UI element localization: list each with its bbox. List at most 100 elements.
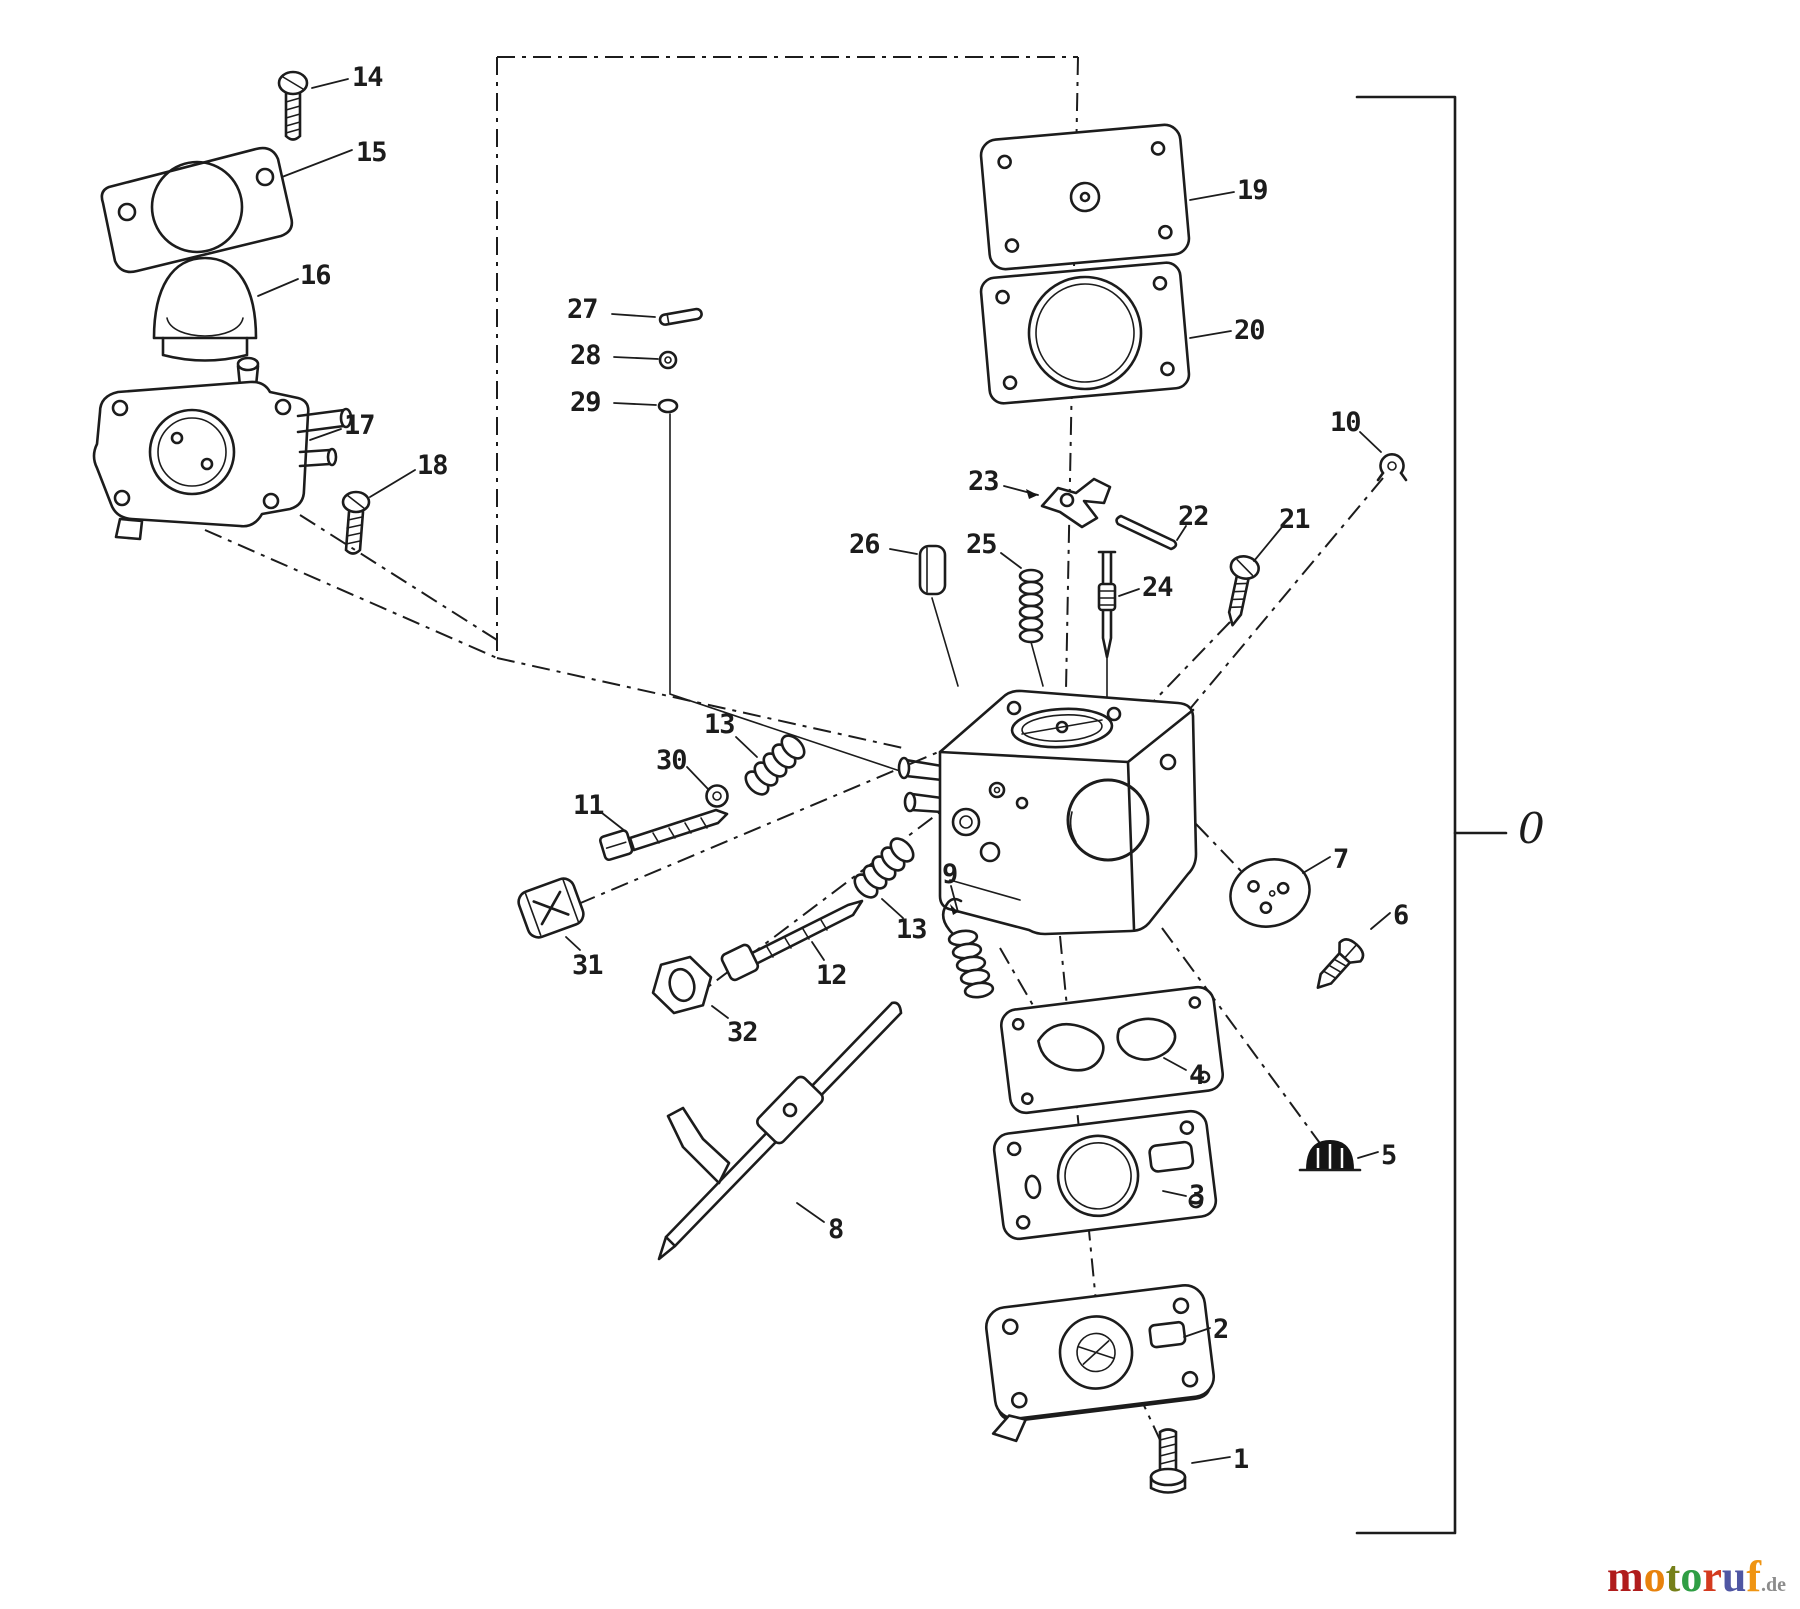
- leader-13b: [881, 898, 904, 919]
- part-16-primer-bulb: [152, 256, 258, 362]
- assembly-bracket: [1355, 95, 1508, 1535]
- leader-27: [611, 313, 656, 318]
- leader-29: [613, 402, 657, 406]
- part-label-21: 21: [1279, 504, 1311, 535]
- leader-lines: [257, 78, 1391, 1464]
- part-label-10: 10: [1330, 407, 1362, 438]
- part-label-26: 26: [849, 529, 881, 560]
- part-22-pivot-pin: [1115, 514, 1178, 551]
- part-1-screw: [1149, 1428, 1187, 1494]
- plug-connector-line: [931, 597, 959, 687]
- leader-11: [601, 812, 626, 832]
- logo-suffix: .de: [1761, 1574, 1786, 1596]
- part-label-11: 11: [573, 790, 605, 821]
- leader-8: [796, 1202, 825, 1223]
- part-label-1: 1: [1233, 1444, 1249, 1475]
- part-label-31: 31: [572, 950, 604, 981]
- leader-22: [1176, 525, 1187, 541]
- leader-1: [1191, 1456, 1231, 1464]
- part-label-8: 8: [828, 1214, 844, 1245]
- part-label-4: 4: [1189, 1060, 1205, 1091]
- assembly-group-label: 0: [1518, 804, 1545, 853]
- leader-30: [686, 766, 709, 790]
- part-label-25: 25: [966, 529, 998, 560]
- leader-9: [950, 885, 959, 913]
- leader-17: [309, 428, 342, 441]
- leader-15: [281, 149, 353, 178]
- part-5-welch-plug: [1298, 1140, 1362, 1172]
- part-18-screw: [341, 490, 371, 555]
- part-label-15: 15: [356, 137, 388, 168]
- leader-3: [1162, 1190, 1187, 1197]
- part-label-32: 32: [727, 1017, 759, 1048]
- part-6-screw: [1316, 938, 1365, 989]
- part-13b-spring: [853, 837, 915, 899]
- logo-letter-f: f: [1746, 1552, 1761, 1601]
- part-label-23: 23: [968, 466, 1000, 497]
- leader-28: [613, 356, 659, 360]
- part-9-throttle-spring: [941, 897, 995, 999]
- logo-letter-r: r: [1702, 1552, 1722, 1601]
- part-label-30: 30: [656, 745, 688, 776]
- part-26-plug: [918, 544, 947, 596]
- part-label-2: 2: [1213, 1314, 1229, 1345]
- part-15-flange-plate: [100, 146, 294, 274]
- logo-letter-o: o: [1680, 1552, 1703, 1601]
- part-27-pin: [658, 307, 703, 326]
- part-label-22: 22: [1178, 501, 1210, 532]
- leader-26: [889, 548, 918, 555]
- small-parts-connector-line: [669, 413, 904, 773]
- part-label-20: 20: [1234, 315, 1266, 346]
- part-31-limiter-cap: [517, 877, 585, 939]
- part-4-metering-diaphragm: [999, 985, 1225, 1115]
- leader-14: [311, 78, 349, 89]
- spring-connector-line: [1030, 641, 1044, 687]
- part-label-14: 14: [352, 62, 384, 93]
- part-14-screw: [277, 70, 309, 141]
- part-19-diaphragm-cover: [979, 123, 1191, 271]
- leader-32: [711, 1005, 729, 1019]
- part-label-28: 28: [570, 340, 602, 371]
- leader-19: [1189, 191, 1235, 201]
- logo-word: motoruf: [1607, 1552, 1761, 1601]
- leader-31: [565, 936, 581, 951]
- part-7-pump-cover-disc: [1229, 858, 1311, 928]
- part-label-6: 6: [1393, 900, 1409, 931]
- part-29-grommet: [657, 398, 679, 414]
- leader-25: [1000, 552, 1022, 569]
- part-17-pump-body: [92, 356, 353, 541]
- logo-motoruf[interactable]: motoruf.de: [1607, 1555, 1786, 1599]
- logo-letter-o: o: [1643, 1552, 1666, 1601]
- part-30-washer: [705, 784, 729, 808]
- part-label-13b: 13: [896, 914, 928, 945]
- logo-letter-u: u: [1721, 1552, 1747, 1601]
- part-20-gasket: [979, 261, 1191, 405]
- leader-21: [1253, 526, 1283, 562]
- leader-arrowheads: [950, 489, 1038, 915]
- leader-13a: [735, 736, 758, 758]
- leader-16: [257, 278, 299, 297]
- part-24-inlet-needle: [1097, 550, 1117, 659]
- part-10-e-clip: [1376, 453, 1408, 482]
- part-label-17: 17: [344, 410, 376, 441]
- part-3-pump-gasket: [992, 1109, 1218, 1241]
- part-label-16: 16: [300, 260, 332, 291]
- part-label-19: 19: [1237, 175, 1269, 206]
- part-label-27: 27: [567, 294, 599, 325]
- part-28-washer: [658, 350, 678, 370]
- leader-10: [1359, 431, 1382, 453]
- logo-letter-m: m: [1607, 1552, 1644, 1601]
- part-25-spring: [1018, 568, 1044, 644]
- part-carburetor-body: [897, 689, 1198, 936]
- part-label-3: 3: [1189, 1180, 1205, 1211]
- leader-2: [1183, 1327, 1211, 1338]
- part-label-9: 9: [942, 859, 958, 890]
- leader-20: [1189, 330, 1232, 339]
- part-label-29: 29: [570, 387, 602, 418]
- part-21-screw: [1227, 555, 1260, 627]
- part-label-18: 18: [417, 450, 449, 481]
- part-label-24: 24: [1142, 572, 1174, 603]
- part-11-mixture-needle: [598, 808, 729, 862]
